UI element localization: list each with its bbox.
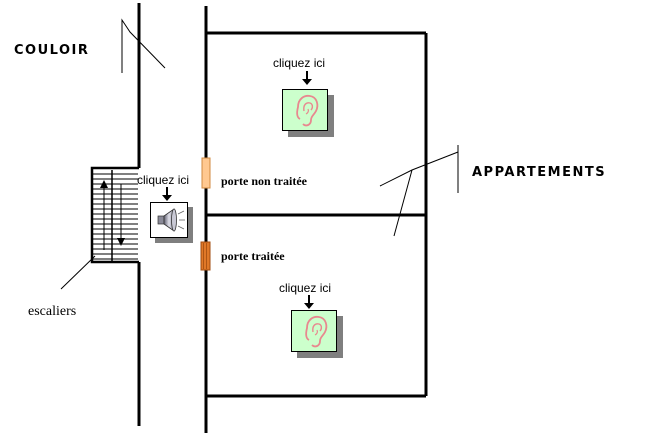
arrow-down-icon xyxy=(162,187,172,201)
ear-button-bottom-apartment[interactable] xyxy=(291,310,343,358)
ear-button-top-apartment[interactable] xyxy=(282,89,334,137)
apartments-label: APPARTEMENTS xyxy=(472,165,607,180)
arrow-down-icon xyxy=(302,71,312,85)
click-hint-corridor: cliquez ici xyxy=(137,173,190,187)
corridor-leader xyxy=(121,18,166,73)
arrow-down-icon xyxy=(304,295,314,309)
click-hint-top: cliquez ici xyxy=(273,56,326,70)
door-untreated xyxy=(201,157,211,189)
door-treated-label: porte traitée xyxy=(221,249,285,263)
ear-icon xyxy=(296,94,319,127)
stairs xyxy=(90,166,139,264)
door-treated xyxy=(200,241,211,271)
loudspeaker-icon xyxy=(157,208,185,232)
stairs-label: escaliers xyxy=(28,304,77,319)
click-hint-bottom: cliquez ici xyxy=(279,281,332,295)
speaker-button-corridor[interactable] xyxy=(150,202,193,243)
stairs-leader xyxy=(60,255,96,290)
corridor-label: COULOIR xyxy=(14,43,90,58)
door-untreated-label: porte non traitée xyxy=(221,174,307,188)
apartments-leader xyxy=(379,145,459,237)
ear-icon xyxy=(305,315,328,348)
